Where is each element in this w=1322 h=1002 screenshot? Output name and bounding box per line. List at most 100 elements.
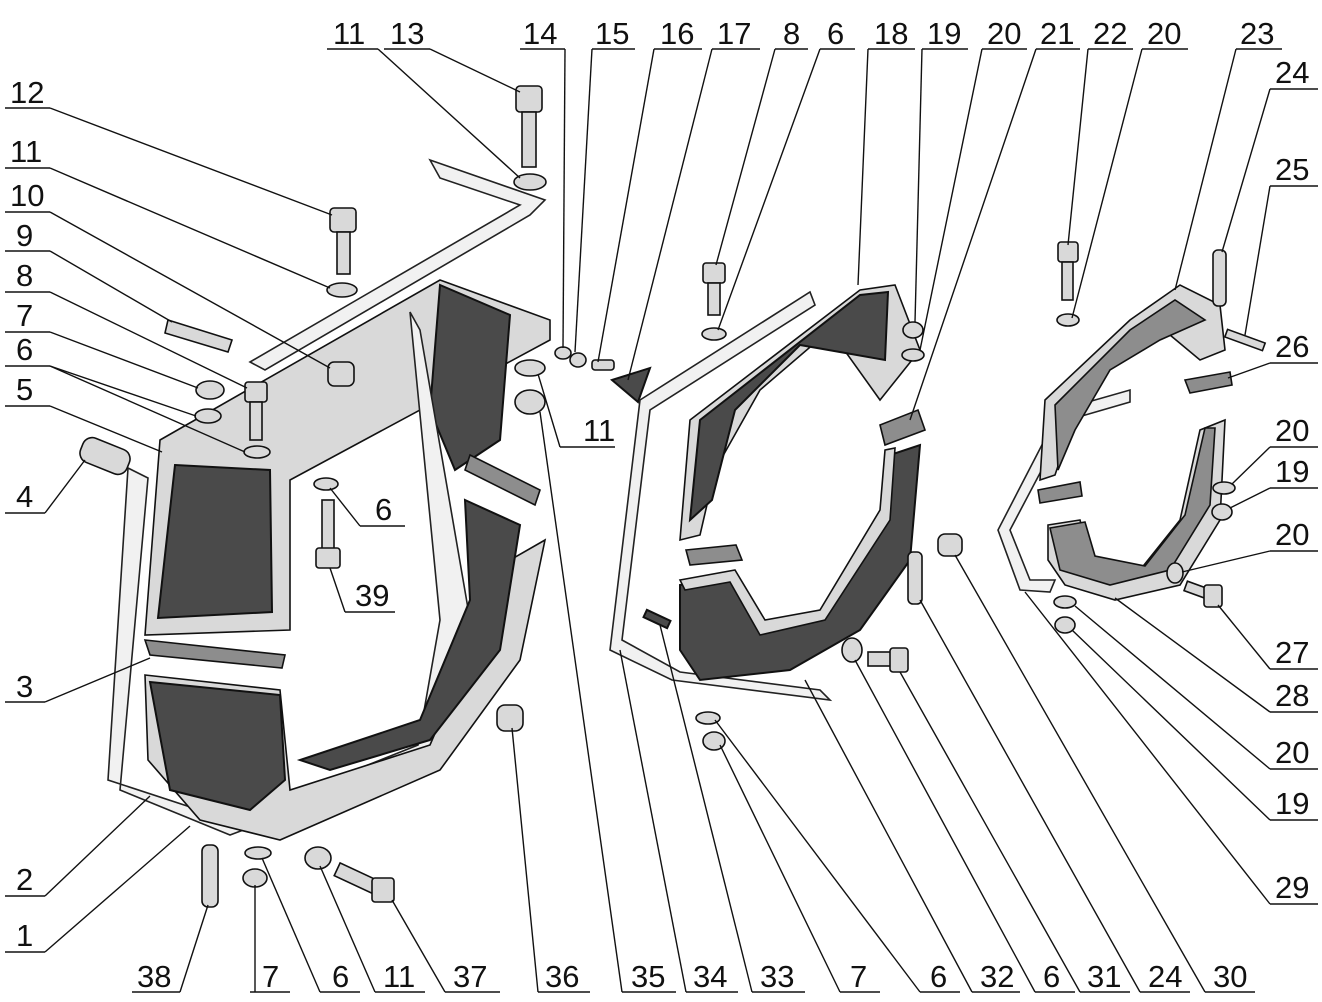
pin-25 [1223, 328, 1267, 352]
callout-label: 34 [693, 959, 727, 994]
callout-22: 22 [1067, 16, 1133, 246]
callout-label: 6 [827, 16, 844, 51]
callout-6: 6 [5, 332, 246, 453]
callout-label: 10 [10, 178, 44, 213]
callout-7: 7 [719, 744, 880, 994]
callout-label: 4 [16, 479, 33, 514]
callout-label: 9 [16, 218, 33, 253]
callout-label: 20 [1275, 517, 1309, 552]
plate-21 [879, 408, 927, 447]
callout-16: 16 [597, 16, 702, 363]
washer-6-lower-mid [695, 711, 721, 725]
callout-20: 20 [919, 16, 1027, 351]
lower-pan-inner [148, 680, 287, 812]
washer-15 [569, 352, 587, 368]
callout-label: 11 [383, 959, 415, 994]
pin-38 [201, 844, 219, 908]
callout-19: 19 [1229, 454, 1318, 509]
callout-11: 11 [537, 373, 615, 448]
bolt-8-mid [701, 262, 727, 341]
callout-6: 6 [854, 659, 1075, 994]
callout-20: 20 [1074, 605, 1318, 770]
callout-label: 5 [16, 372, 33, 407]
bolt-13 [513, 85, 547, 191]
callout-label: 28 [1275, 678, 1309, 713]
callout-label: 24 [1148, 959, 1182, 994]
callout-label: 1 [16, 918, 33, 953]
callout-17: 17 [627, 16, 760, 381]
callout-13: 13 [384, 16, 521, 93]
callout-label: 32 [980, 959, 1014, 994]
bolt-8-left [243, 381, 271, 459]
callout-20: 20 [1231, 413, 1318, 485]
callout-23: 23 [1174, 16, 1282, 291]
callout-label: 11 [583, 413, 615, 448]
nut-35 [514, 389, 546, 415]
callout-label: 12 [10, 75, 44, 110]
callout-6: 6 [717, 16, 855, 331]
callout-29: 29 [1024, 591, 1318, 905]
bolt-39 [315, 499, 341, 569]
callout-19: 19 [1071, 629, 1318, 821]
washer-6-mid [313, 477, 339, 491]
plate-3 [143, 639, 286, 669]
callouts: 11 13 14 15 16 17 8 [5, 16, 1318, 994]
washer-6-left [194, 408, 222, 424]
callout-label: 31 [1087, 959, 1121, 994]
pin-24-top [1212, 249, 1227, 307]
washer-20-bottom-right [1053, 595, 1077, 609]
top-gasket [248, 158, 547, 371]
left-upper-block-inner [156, 463, 274, 620]
callout-32: 32 [804, 679, 1020, 994]
callout-7: 7 [250, 885, 290, 994]
left-upper-block-side [428, 283, 512, 472]
nut-7-left [195, 380, 225, 400]
washer-20-right [1212, 481, 1236, 495]
right-upper-half-ring [1039, 284, 1226, 482]
callout-label: 20 [1147, 16, 1181, 51]
pin-33 [642, 608, 672, 630]
callout-27: 27 [1217, 604, 1318, 670]
callout-label: 6 [1043, 959, 1060, 994]
plate-mid-lower [684, 544, 744, 566]
plate-right-mid [1037, 481, 1083, 504]
callout-label: 27 [1275, 635, 1309, 670]
callout-label: 36 [545, 959, 579, 994]
callout-8: 8 [5, 258, 248, 389]
callout-label: 30 [1213, 959, 1247, 994]
callout-18: 18 [857, 16, 915, 286]
bolt-12 [326, 207, 358, 298]
callout-28: 28 [1114, 597, 1318, 713]
callout-19: 19 [914, 16, 968, 323]
callout-12: 12 [5, 75, 333, 216]
callout-6: 6 [261, 857, 360, 994]
callout-label: 7 [16, 298, 33, 333]
callout-label: 7 [262, 959, 279, 994]
callout-8: 8 [715, 16, 808, 266]
callout-38: 38 [132, 904, 209, 994]
callout-label: 19 [927, 16, 961, 51]
plate-26 [1183, 371, 1233, 394]
callout-6: 6 [714, 719, 960, 994]
callout-6: 6 [329, 487, 405, 527]
lower-half-ring-top [678, 447, 896, 636]
callout-34: 34 [619, 649, 738, 994]
nut-19-top [902, 321, 924, 339]
callout-5: 5 [5, 372, 163, 453]
callout-label: 6 [930, 959, 947, 994]
parts-drawing [79, 85, 1267, 908]
callout-10: 10 [5, 178, 331, 369]
callout-label: 19 [1275, 786, 1309, 821]
callout-label: 17 [717, 16, 751, 51]
washer-6-bottom [244, 846, 272, 860]
callout-label: 20 [1275, 413, 1309, 448]
callout-label: 22 [1093, 16, 1127, 51]
callout-15: 15 [574, 16, 635, 353]
callout-label: 8 [16, 258, 33, 293]
bushing-36 [496, 704, 524, 732]
right-upper-half-ring-face [1054, 299, 1207, 471]
upper-half-ring-face [688, 290, 890, 523]
nut-7-bottom [242, 868, 268, 888]
washer-11-bottom [304, 846, 332, 870]
